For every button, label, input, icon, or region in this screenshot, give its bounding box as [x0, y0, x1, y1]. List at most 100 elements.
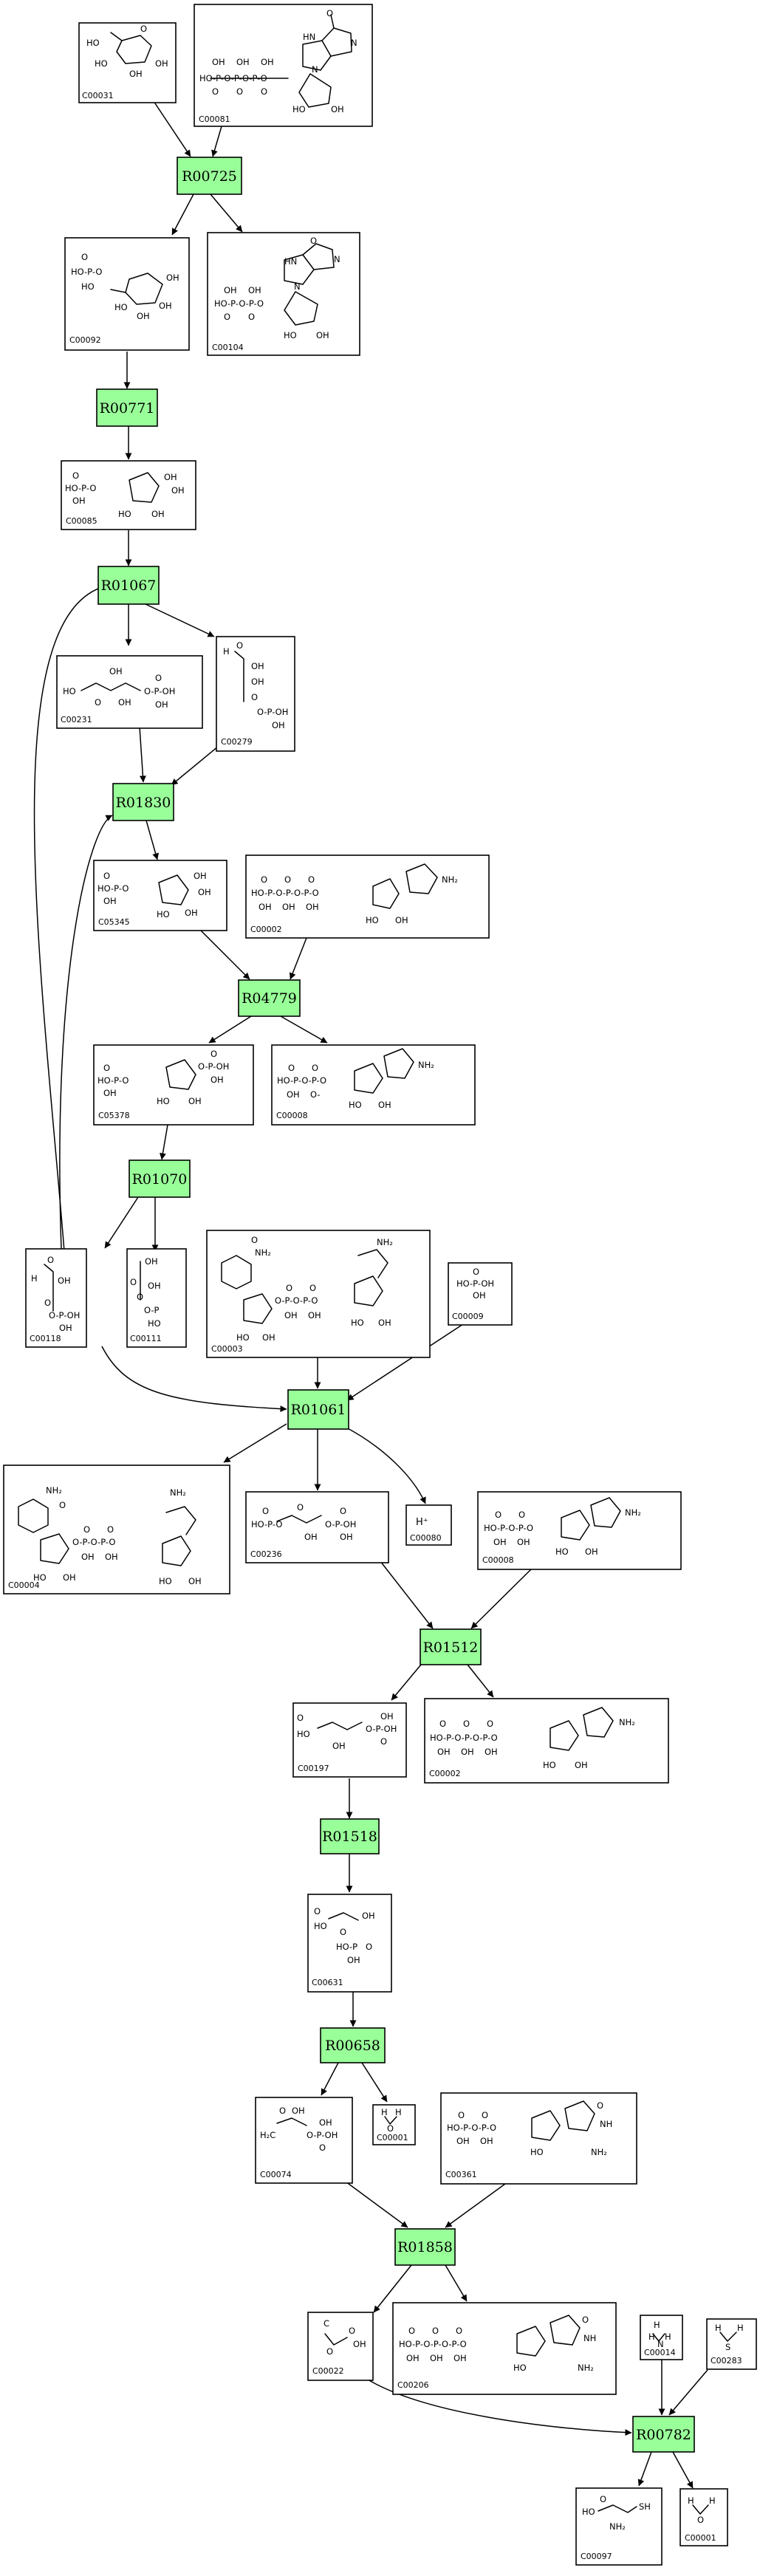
- compound-node[interactable]: O HO-P-O OH OH OH OH HO C05345: [93, 860, 227, 931]
- compound-node[interactable]: C O O OH C00022: [307, 2312, 374, 2381]
- compound-node[interactable]: HO-P-O-P-O O O OH OH NH₂ HO OH C00008: [477, 1491, 682, 1570]
- svg-text:HO: HO: [114, 302, 128, 312]
- reaction-node[interactable]: R00771: [96, 388, 158, 427]
- svg-text:O: O: [251, 692, 258, 702]
- compound-id: C00014: [644, 2348, 676, 2357]
- svg-text:HN: HN: [303, 32, 315, 42]
- compound-node[interactable]: O HO OH O-P-OH OH O C00197: [292, 1702, 407, 1778]
- svg-text:C: C: [323, 2318, 329, 2329]
- compound-id: C00008: [482, 1555, 514, 1565]
- svg-text:O: O: [697, 2515, 704, 2525]
- svg-text:O-P-O-P-O: O-P-O-P-O: [72, 1537, 115, 1547]
- reaction-node[interactable]: R01518: [320, 1818, 380, 1854]
- compound-node[interactable]: H H N H C00014: [640, 2315, 683, 2360]
- compound-node[interactable]: O HO SH NH₂ C00097: [575, 2487, 663, 2566]
- compound-id: C00231: [61, 715, 92, 724]
- compound-node[interactable]: O HN N N HO-P-O-P-O OH OH O O HO OH C001…: [207, 232, 360, 356]
- svg-text:O: O: [326, 8, 333, 18]
- structure-drawing: OH O O OH O-P HO: [130, 1256, 161, 1329]
- svg-text:O: O: [340, 1927, 346, 1937]
- svg-text:OH: OH: [517, 1537, 530, 1547]
- compound-node[interactable]: O HO OH O HO-P OH O C00631: [307, 1894, 392, 1993]
- svg-text:O-P-OH: O-P-OH: [49, 1310, 80, 1320]
- compound-id: C00092: [69, 335, 101, 345]
- svg-text:HO-P: HO-P: [336, 1942, 357, 1952]
- svg-text:O: O: [261, 874, 267, 885]
- svg-text:NH₂: NH₂: [46, 1485, 62, 1496]
- compound-id: C00003: [211, 1344, 243, 1354]
- compound-node[interactable]: OH O O OH O-P HO C00111: [126, 1248, 187, 1348]
- compound-node[interactable]: H O H C00001: [372, 2104, 416, 2145]
- reaction-node[interactable]: R00725: [177, 157, 242, 195]
- compound-node[interactable]: HO-P-O O O OH O-P-OH O OH C00236: [245, 1491, 389, 1563]
- reaction-id: R01518: [322, 1829, 377, 1845]
- svg-text:HO-P-O-P-O-P-O: HO-P-O-P-O-P-O: [199, 73, 267, 83]
- svg-text:OH: OH: [188, 1096, 202, 1106]
- compound-node[interactable]: HO-P-O-P-O-P-O O O O OH OH OH NH₂ HO OH …: [424, 1698, 669, 1784]
- svg-text:OH: OH: [437, 1747, 451, 1757]
- svg-text:OH: OH: [493, 1537, 507, 1547]
- reaction-id: R00771: [100, 400, 155, 417]
- svg-text:NH₂: NH₂: [609, 2521, 626, 2532]
- reaction-node[interactable]: R00782: [632, 2416, 695, 2453]
- compound-node[interactable]: HO-P-O-P-O O O OH O- NH₂ HO OH C00008: [271, 1044, 476, 1126]
- svg-text:HO-P-O-P-O-P-O: HO-P-O-P-O-P-O: [251, 888, 319, 898]
- svg-text:H: H: [31, 1273, 38, 1284]
- structure-drawing: O HO-P-O OH OH OH OH HO: [97, 871, 211, 919]
- compound-node[interactable]: H O H C00001: [679, 2488, 728, 2546]
- svg-text:OH: OH: [105, 1552, 118, 1562]
- reaction-node[interactable]: R00658: [320, 2027, 386, 2063]
- svg-text:HO-P-O: HO-P-O: [97, 883, 129, 894]
- svg-text:O: O: [408, 2326, 415, 2336]
- svg-text:H: H: [665, 2332, 671, 2342]
- svg-text:H: H: [648, 2332, 655, 2342]
- reaction-node[interactable]: R01061: [287, 1389, 349, 1430]
- svg-text:O: O: [487, 1719, 493, 1729]
- svg-text:HO: HO: [530, 2147, 544, 2157]
- reaction-node[interactable]: R01070: [129, 1159, 191, 1198]
- compound-node[interactable]: O HN N N HO-P-O-P-O-P-O OH OH OH O O O H…: [194, 4, 373, 127]
- reaction-node[interactable]: R01512: [420, 1628, 482, 1665]
- structure-drawing: HO-P-O-P-O O O OH OH NH₂ HO OH: [484, 1497, 641, 1557]
- compound-node[interactable]: O HO-P-O OH OH OH HO OH C00085: [61, 460, 196, 530]
- compound-node[interactable]: HO-P-O-P-O-P-O O O O OH OH OH O NH NH₂ H…: [392, 2302, 617, 2395]
- svg-text:OH: OH: [287, 1089, 300, 1100]
- svg-text:OH: OH: [251, 676, 264, 687]
- svg-text:O: O: [279, 2106, 286, 2116]
- reaction-node[interactable]: R01067: [97, 566, 160, 605]
- svg-text:OH: OH: [58, 1275, 71, 1286]
- compound-node[interactable]: O HO-P-OH OH C00009: [448, 1262, 513, 1326]
- compound-node[interactable]: HO-P-O-P-O-P-O O O O OH OH OH NH₂ HO OH …: [245, 854, 490, 939]
- svg-text:OH: OH: [378, 1100, 391, 1110]
- compound-node[interactable]: H⁺ C00080: [405, 1504, 452, 1546]
- structure-drawing: H O OH OH O O-P-OH OH: [223, 640, 288, 730]
- compound-node[interactable]: HO-P-O-P-O O O OH OH O NH NH₂ HO C00361: [440, 2092, 637, 2185]
- svg-text:NH₂: NH₂: [619, 1717, 635, 1727]
- svg-text:OH: OH: [109, 666, 123, 676]
- compound-node[interactable]: NH₂ O O-P-O-P-O O O OH OH NH₂ HO OH HO O…: [206, 1230, 431, 1358]
- compound-id: C00080: [410, 1533, 442, 1543]
- compound-node[interactable]: H O OH O O-P-OH OH C00118: [25, 1248, 87, 1348]
- compound-node[interactable]: NH₂ O O-P-O-P-O O O OH OH NH₂ HO OH HO O…: [3, 1465, 230, 1594]
- compound-node[interactable]: HO OH O OH O-P-OH O OH C00231: [56, 655, 203, 729]
- compound-node[interactable]: O HO-P-O OH O-P-OH O OH HO OH C05378: [93, 1044, 254, 1126]
- svg-text:OH: OH: [103, 896, 117, 906]
- compound-node[interactable]: H S H C00283: [706, 2318, 757, 2370]
- compound-node[interactable]: HO HO OH OH O C00031: [78, 22, 177, 103]
- svg-text:OH: OH: [259, 902, 272, 912]
- svg-text:O: O: [288, 1063, 295, 1073]
- reaction-node[interactable]: R01858: [394, 2228, 456, 2266]
- svg-text:HO: HO: [95, 58, 108, 69]
- reaction-node[interactable]: R04779: [238, 979, 301, 1017]
- svg-text:OH: OH: [306, 902, 319, 912]
- structure-drawing: HO HO OH OH O: [86, 24, 168, 79]
- compound-node[interactable]: O OH H₂C O-P-OH OH O C00074: [255, 2097, 353, 2184]
- svg-text:OH: OH: [248, 285, 261, 295]
- compound-node[interactable]: H O OH OH O O-P-OH OH C00279: [216, 636, 295, 752]
- svg-text:H: H: [715, 2323, 722, 2333]
- reaction-node[interactable]: R01830: [112, 783, 174, 821]
- structure-drawing: O HN N N HO-P-O-P-O OH OH O O HO OH: [214, 236, 340, 340]
- compound-node[interactable]: O HO-P-O HO OH OH OH HO C00092: [64, 237, 190, 351]
- compound-id: C05345: [98, 917, 130, 927]
- svg-text:HO-P-O-P-O-P-O: HO-P-O-P-O-P-O: [430, 1733, 498, 1743]
